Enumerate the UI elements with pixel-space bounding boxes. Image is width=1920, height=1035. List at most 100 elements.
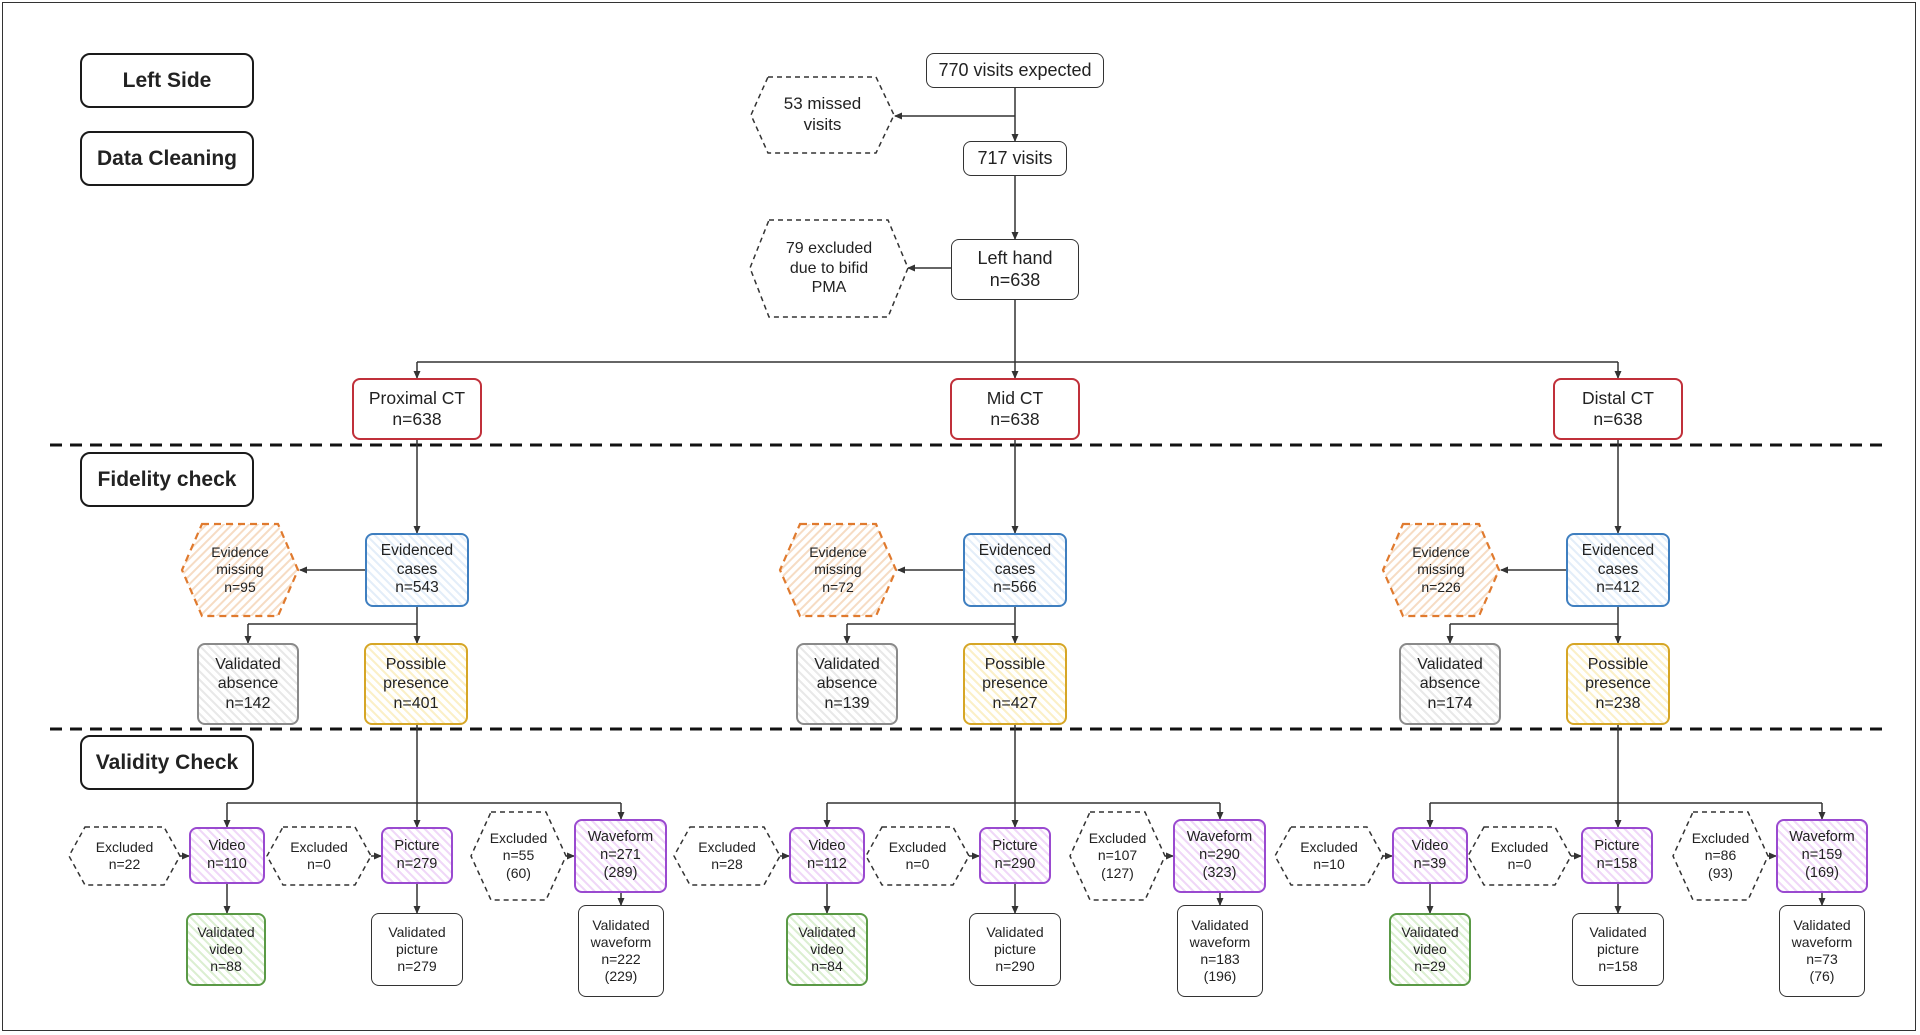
waveform-box: Waveform n=271 (289) [574,819,667,893]
ct-count: n=638 [392,409,442,429]
validated-absence-box: Validated absence n=142 [197,643,299,725]
validated-picture-count: n=290 [995,958,1035,975]
excluded-count: n=28 [711,856,743,872]
validated-picture-box: Validated picture n=290 [969,913,1061,986]
evidence-missing-count: n=226 [1421,578,1461,595]
picture-title: Picture [992,837,1038,854]
validated-picture-line-2: picture [993,940,1037,957]
waveform-count: n=159 [1801,847,1843,864]
validated-absence-count: n=142 [225,694,271,712]
left-hand-title: Left hand [977,247,1053,268]
excluded-waveform-label: Excluded n=55 (60) [471,812,566,900]
excluded-waveform-label: Excluded n=86 (93) [1673,812,1768,900]
waveform-box: Waveform n=159 (169) [1776,819,1868,893]
excluded-count: n=86 [1704,847,1737,864]
excluded-picture-label: Excluded n=0 [1468,827,1571,885]
picture-box: Picture n=290 [979,827,1051,884]
picture-box: Picture n=279 [381,827,453,884]
excluded-count: n=0 [307,856,331,872]
evidence-missing-shapes [180,522,1501,618]
picture-title: Picture [1594,837,1640,854]
distal-ct-box: Distal CT n=638 [1553,378,1683,440]
validated-picture-line-1: Validated [1589,923,1647,940]
excluded-line: Excluded [290,838,348,855]
proximal-ct-box: Proximal CT n=638 [352,378,482,440]
evidenced-line-1: Evidenced [1581,541,1655,559]
excluded-waveform-hex [1672,811,1769,901]
waveform-alt-count: (169) [1805,864,1839,881]
validated-picture-line-1: Validated [388,923,446,940]
validated-video-box: Validated video n=84 [786,913,868,986]
waveform-box: Waveform n=290 (323) [1173,819,1266,893]
missed-visits-line-1: 53 missed [783,94,862,114]
validated-video-count: n=88 [210,958,242,975]
excluded-alt-count: (60) [506,864,531,881]
video-count: n=110 [207,855,247,872]
validated-waveform-box: Validated waveform n=73 (76) [1779,905,1865,997]
evidence-missing-label: Evidence missing n=226 [1383,524,1499,616]
validated-waveform-alt-count: (229) [604,968,638,985]
validated-picture-line-1: Validated [986,923,1044,940]
possible-presence-line-1: Possible [1587,655,1649,673]
ct-count: n=638 [1593,409,1643,429]
evidenced-count: n=543 [395,579,439,597]
evidence-missing-line-2: missing [216,561,264,578]
excluded-video-label: Excluded n=10 [1275,827,1383,885]
evidence-missing-hex [1381,522,1501,618]
excluded-bifid-line-2: due to bifid [789,259,869,277]
video-count: n=112 [807,855,847,872]
validated-waveform-count: n=73 [1806,951,1838,967]
validated-waveform-line-2: waveform [1189,933,1251,950]
evidence-missing-line-2: missing [814,561,862,578]
excluded-line: Excluded [95,838,154,855]
excluded-count: n=55 [502,847,535,864]
validated-absence-count: n=174 [1427,694,1473,712]
excluded-video-hex [1274,826,1384,886]
visits-box: 717 visits [963,141,1067,176]
evidence-missing-label: Evidence missing n=95 [182,524,298,616]
visits-expected-box: 770 visits expected [926,53,1104,88]
validated-absence-box: Validated absence n=174 [1399,643,1501,725]
validated-waveform-box: Validated waveform n=183 (196) [1177,905,1263,997]
waveform-count: n=290 [1199,847,1240,864]
video-title: Video [208,837,246,854]
validated-absence-line-2: absence [1419,675,1481,693]
video-box: Video n=110 [189,827,265,884]
validated-video-line-1: Validated [197,923,255,940]
video-count: n=39 [1413,855,1447,872]
excluded-line: Excluded [489,830,548,847]
validated-waveform-count: n=222 [601,951,641,967]
validated-waveform-line-1: Validated [1191,916,1249,933]
excluded-alt-count: (93) [1708,864,1733,881]
section-label-validity-check: Validity Check [80,735,254,790]
validated-video-box: Validated video n=29 [1389,913,1471,986]
excluded-bifid-line-3: PMA [811,279,847,297]
excluded-bifid-label: 79 excluded due to bifid PMA [750,220,908,317]
excluded-alt-count: (127) [1101,864,1134,881]
validated-absence-count: n=139 [824,694,870,712]
validated-waveform-line-1: Validated [1793,916,1851,933]
picture-title: Picture [394,837,440,854]
ct-title: Proximal CT [368,387,466,408]
possible-presence-line-2: presence [383,675,449,693]
evidenced-cases-box: Evidenced cases n=566 [963,533,1067,607]
top-connectors [413,87,1622,379]
excluded-picture-hex [865,826,970,886]
evidence-missing-count: n=95 [224,578,256,595]
validated-video-box: Validated video n=88 [186,913,266,986]
missed-visits-line-2: visits [803,115,842,134]
excluded-bifid-line-1: 79 excluded [785,240,873,258]
visits-expected-text: 770 visits expected [938,59,1092,80]
ct-title: Mid CT [986,387,1044,408]
evidence-missing-line-1: Evidence [1412,544,1470,561]
possible-presence-count: n=401 [393,694,439,712]
validated-waveform-box: Validated waveform n=222 (229) [578,905,664,997]
picture-box: Picture n=158 [1581,827,1653,884]
waveform-count: n=271 [600,847,641,864]
validated-absence-line-1: Validated [814,655,880,673]
left-hand-box: Left hand n=638 [951,239,1079,300]
picture-count: n=290 [994,855,1036,872]
possible-presence-box: Possible presence n=238 [1566,643,1670,725]
